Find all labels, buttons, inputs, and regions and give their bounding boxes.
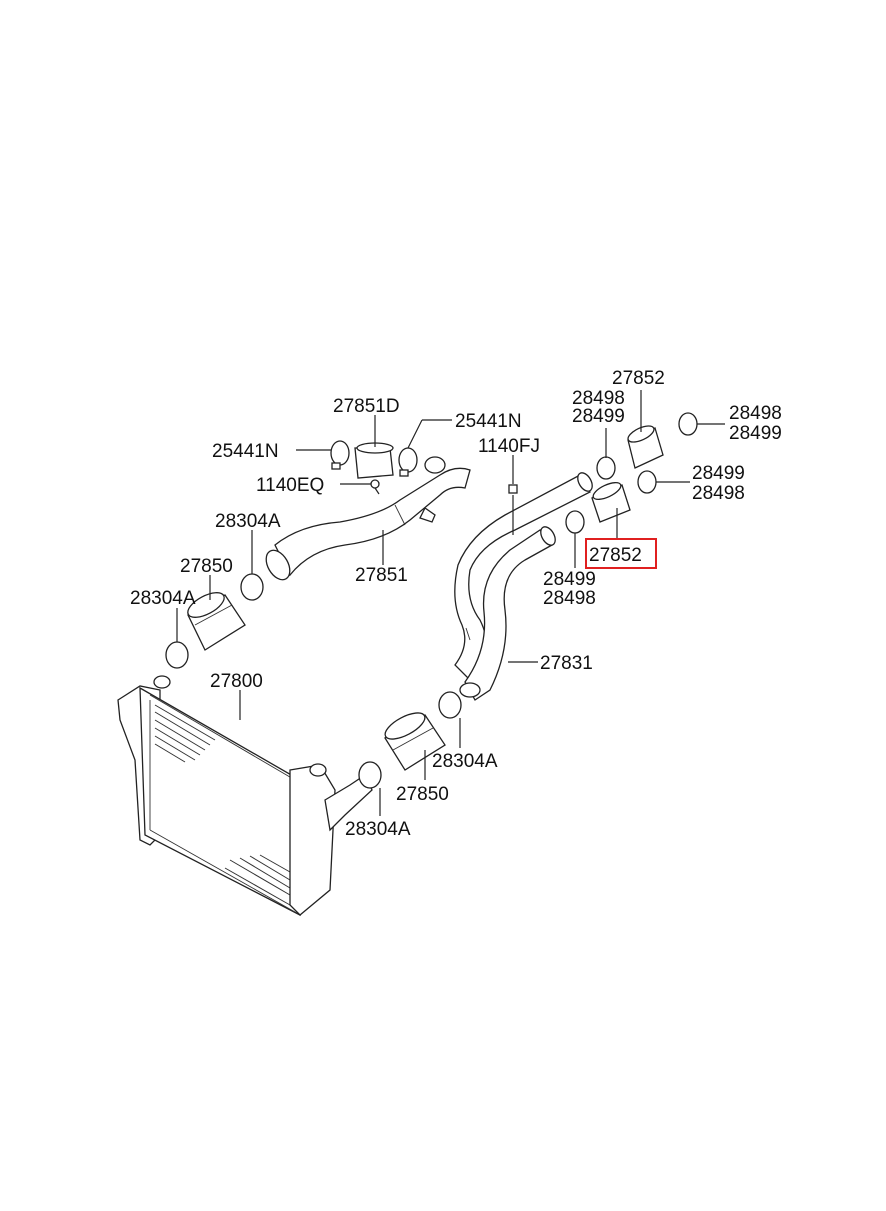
bolt-1140EQ[interactable] — [370, 479, 380, 495]
label-25441N-left[interactable]: 25441N — [212, 441, 279, 462]
clamp-28304A-left-lower[interactable] — [165, 641, 189, 669]
clamp-25441N-right[interactable] — [398, 447, 418, 477]
label-27831[interactable]: 27831 — [540, 653, 593, 674]
label-27852-top[interactable]: 27852 — [612, 368, 665, 389]
label-28499-r1[interactable]: 28499 — [729, 423, 782, 444]
label-28498-r1[interactable]: 28498 — [729, 403, 782, 424]
hose-27852-lower[interactable] — [591, 479, 631, 523]
label-28304A-4[interactable]: 28304A — [345, 819, 411, 840]
hose-27850-right[interactable] — [381, 708, 446, 771]
hose-27850-left[interactable] — [184, 588, 246, 651]
label-27850-left[interactable]: 27850 — [180, 556, 233, 577]
label-27851D[interactable]: 27851D — [333, 396, 400, 417]
label-27850-right[interactable]: 27850 — [396, 784, 449, 805]
pipe-27851[interactable] — [261, 456, 471, 584]
label-27800[interactable]: 27800 — [210, 671, 263, 692]
label-28304A-3[interactable]: 28304A — [432, 751, 498, 772]
pipe-27831[interactable] — [454, 470, 595, 701]
label-1140FJ[interactable]: 1140FJ — [478, 436, 540, 457]
intercooler-27800[interactable] — [117, 675, 373, 917]
part-labels: 27852 28498 28499 28498 28499 28499 2849… — [130, 368, 782, 840]
label-28304A-2[interactable]: 28304A — [130, 588, 196, 609]
clamp-25441N-left[interactable] — [330, 440, 350, 470]
clamp-28498-28499-r2[interactable] — [637, 470, 657, 494]
clamp-28498-28499-b[interactable] — [565, 510, 585, 534]
label-27851[interactable]: 27851 — [355, 565, 408, 586]
hose-27852-upper[interactable] — [626, 423, 664, 469]
label-28499-b[interactable]: 28499 — [543, 569, 596, 590]
label-28498-b[interactable]: 28498 — [543, 588, 596, 609]
clamp-28304A-right-lower[interactable] — [358, 761, 382, 789]
hose-27851D[interactable] — [354, 442, 394, 479]
label-27852-selected[interactable]: 27852 — [589, 545, 642, 566]
leader-lines — [176, 390, 725, 816]
label-28304A-1[interactable]: 28304A — [215, 511, 281, 532]
label-25441N-right[interactable]: 25441N — [455, 411, 522, 432]
clamp-28498-28499-a[interactable] — [596, 456, 616, 480]
clamp-28498-28499-r1[interactable] — [678, 412, 698, 436]
clamp-28304A-right-upper[interactable] — [438, 691, 462, 719]
highlight-box-27852 — [585, 538, 657, 569]
clamp-28304A-left-upper[interactable] — [240, 573, 264, 601]
label-28498-r2[interactable]: 28498 — [692, 483, 745, 504]
label-28499-r2[interactable]: 28499 — [692, 463, 745, 484]
label-28498-a[interactable]: 28498 — [572, 388, 625, 409]
label-1140EQ[interactable]: 1140EQ — [256, 475, 324, 496]
label-28499-a[interactable]: 28499 — [572, 406, 625, 427]
